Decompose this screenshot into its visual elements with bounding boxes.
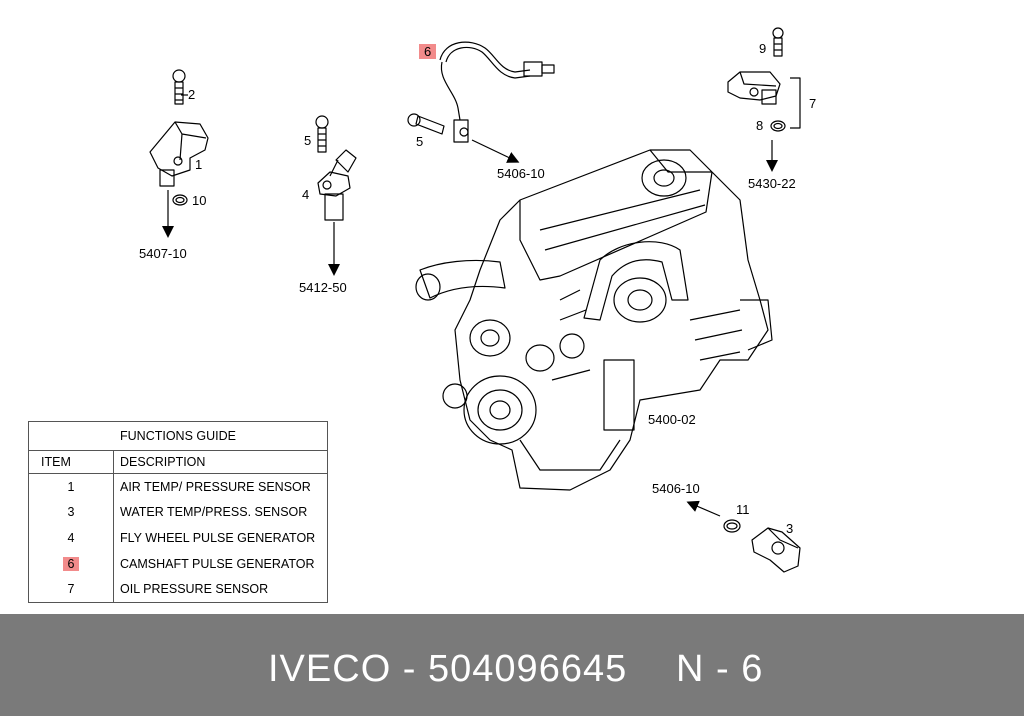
item-description: FLY WHEEL PULSE GENERATOR [120, 530, 316, 545]
o-ring-8 [770, 120, 786, 132]
engine-diagram [149, 27, 801, 573]
ref-5412-50: 5412-50 [299, 280, 347, 295]
bolt-2 [172, 69, 186, 105]
callout-9: 9 [759, 41, 767, 56]
item-number: 3 [28, 499, 114, 526]
water-temp-pressure-sensor [751, 527, 801, 573]
bolt-9 [772, 27, 784, 57]
item-description: CAMSHAFT PULSE GENERATOR [120, 556, 315, 571]
item-number: 4 [28, 525, 114, 551]
bolt-5-cam [407, 113, 445, 135]
item-number: 7 [28, 576, 114, 603]
highlight-badge: 6 [62, 556, 80, 571]
callout-2: 2 [188, 87, 196, 102]
guide-title: FUNCTIONS GUIDE [28, 421, 328, 451]
item-number: 1 [28, 473, 114, 500]
item-number-highlighted: 6 [28, 550, 114, 577]
footer-bar: IVECO - 504096645 N - 6 [0, 614, 1024, 716]
ref-5400-02: 5400-02 [648, 412, 696, 427]
camshaft-pulse-generator [439, 41, 555, 143]
item-description: WATER TEMP/PRESS. SENSOR [120, 505, 308, 520]
item-description: AIR TEMP/ PRESSURE SENSOR [120, 479, 311, 494]
engine-block [415, 149, 773, 491]
callout-5-cam: 5 [416, 134, 424, 149]
callout-1: 1 [195, 157, 203, 172]
air-temp-pressure-sensor [149, 121, 209, 187]
callout-5-flywheel: 5 [304, 133, 312, 148]
table-row: 6 CAMSHAFT PULSE GENERATOR [28, 550, 328, 577]
callout-8: 8 [756, 118, 764, 133]
column-header-description: DESCRIPTION [113, 450, 328, 474]
callout-6: 6 [419, 44, 437, 59]
ref-5406-10-bottom: 5406-10 [652, 481, 700, 496]
ref-5407-10: 5407-10 [139, 246, 187, 261]
column-header-item: ITEM [28, 450, 114, 474]
bolt-5 [315, 115, 329, 153]
functions-guide-table: FUNCTIONS GUIDE ITEM DESCRIPTION 1 AIR T… [28, 421, 328, 603]
table-row: 3 WATER TEMP/PRESS. SENSOR [28, 499, 328, 526]
ref-5406-10-top: 5406-10 [497, 166, 545, 181]
table-row: 1 AIR TEMP/ PRESSURE SENSOR [28, 473, 328, 500]
footer-page-code: N - 6 [676, 648, 764, 690]
table-row: 4 FLY WHEEL PULSE GENERATOR [28, 525, 328, 551]
callout-11: 11 [736, 502, 750, 517]
callout-3: 3 [786, 521, 794, 536]
table-row: 7 OIL PRESSURE SENSOR [28, 576, 328, 603]
footer-part-number: IVECO - 504096645 [268, 648, 628, 690]
oil-pressure-sensor [727, 71, 781, 105]
callout-7: 7 [809, 96, 817, 111]
item-description: OIL PRESSURE SENSOR [120, 582, 269, 597]
o-ring-10 [172, 194, 188, 206]
callout-10: 10 [192, 193, 207, 208]
callout-4: 4 [302, 187, 310, 202]
o-ring-11 [723, 519, 741, 533]
ref-5430-22: 5430-22 [748, 176, 796, 191]
flywheel-pulse-generator [317, 149, 357, 221]
